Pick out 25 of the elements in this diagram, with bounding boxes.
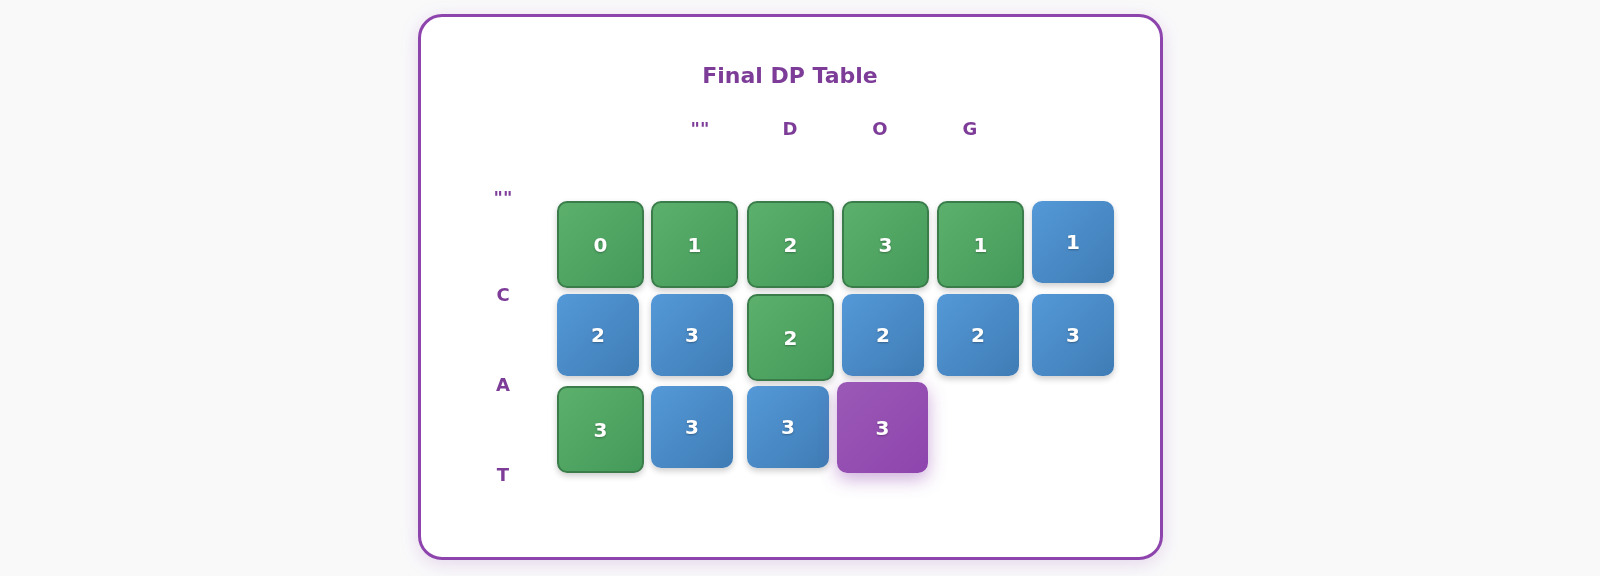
table-cell: 2 [937, 294, 1019, 376]
table-cell: 3 [837, 382, 928, 473]
column-header: G [962, 117, 978, 139]
table-cell: 2 [747, 294, 834, 381]
table-cell: 2 [747, 201, 834, 288]
table-cell: 3 [747, 386, 829, 468]
table-cell: 3 [557, 386, 644, 473]
column-header: D [782, 117, 798, 139]
table-cell: 0 [557, 201, 644, 288]
row-header: A [496, 373, 510, 395]
diagram-title: Final DP Table [702, 62, 878, 88]
row-header: "" [493, 186, 513, 208]
table-cell: 3 [651, 386, 733, 468]
table-cell: 2 [557, 294, 639, 376]
table-cell: 3 [1032, 294, 1114, 376]
table-cell: 1 [651, 201, 738, 288]
column-header: O [872, 117, 888, 139]
table-cell: 1 [937, 201, 1024, 288]
table-cell: 3 [651, 294, 733, 376]
table-cell: 3 [842, 201, 929, 288]
row-header: C [496, 283, 510, 305]
table-cell: 2 [842, 294, 924, 376]
row-header: T [496, 463, 510, 485]
column-header: "" [690, 117, 710, 139]
table-cell: 1 [1032, 201, 1114, 283]
